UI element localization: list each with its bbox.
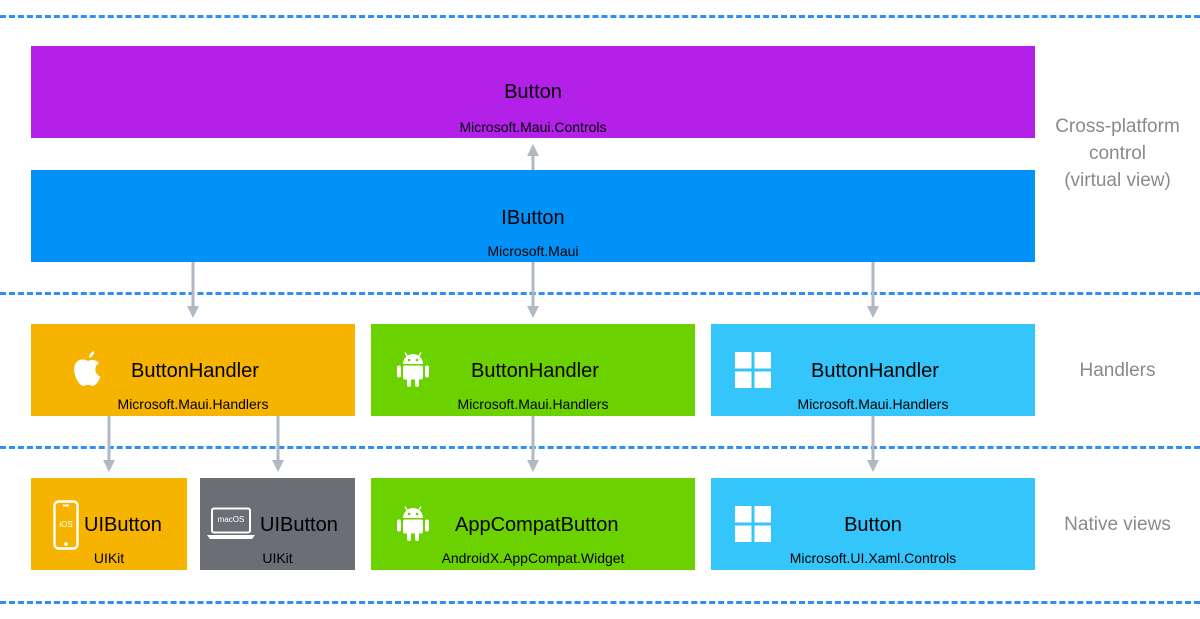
apple-icon (74, 351, 101, 386)
button-title: Button (504, 81, 562, 103)
ios-handler-box: ButtonHandler Microsoft.Maui.Handlers (31, 324, 355, 416)
phone-icon (53, 500, 79, 550)
separator-line-bottom (0, 601, 1200, 604)
layer-label-cross-platform: Cross-platform control (virtual view) (1055, 116, 1180, 191)
android-handler-namespace: Microsoft.Maui.Handlers (457, 396, 609, 412)
ios-badge: iOS (59, 520, 73, 529)
ios-native-namespace: UIKit (93, 550, 125, 566)
layer-label-native-views: Native views (1064, 514, 1171, 535)
separator-line-handlers (0, 292, 1200, 295)
windows-handler-title: ButtonHandler (811, 360, 939, 382)
windows-icon (735, 506, 771, 542)
windows-native-namespace: Microsoft.UI.Xaml.Controls (789, 550, 957, 566)
button-namespace: Microsoft.Maui.Controls (459, 119, 607, 135)
laptop-icon (207, 507, 255, 539)
windows-handler-namespace: Microsoft.Maui.Handlers (797, 396, 949, 412)
macos-native-namespace: UIKit (262, 550, 293, 566)
ibutton-title: IButton (501, 207, 565, 229)
ios-native-title: UIButton (84, 514, 162, 536)
windows-native-title: Button (844, 514, 902, 536)
ios-native-box: iOS UIButton UIKit (31, 478, 187, 570)
windows-handler-box: ButtonHandler Microsoft.Maui.Handlers (711, 324, 1035, 416)
macos-native-title: UIButton (260, 514, 338, 536)
android-native-title: AppCompatButton (455, 514, 619, 536)
separator-line-native (0, 446, 1200, 449)
android-handler-title: ButtonHandler (471, 360, 599, 382)
ibutton-interface-box: IButton Microsoft.Maui (31, 170, 1035, 262)
ios-handler-title: ButtonHandler (131, 360, 259, 382)
macos-badge: macOS (217, 515, 245, 524)
android-icon (397, 506, 429, 541)
android-icon (397, 352, 429, 387)
android-native-namespace: AndroidX.AppCompat.Widget (441, 550, 625, 566)
windows-icon (735, 352, 771, 388)
android-native-box: AppCompatButton AndroidX.AppCompat.Widge… (371, 478, 695, 570)
android-handler-box: ButtonHandler Microsoft.Maui.Handlers (371, 324, 695, 416)
separator-line-top (0, 15, 1200, 18)
ibutton-namespace: Microsoft.Maui (487, 243, 579, 259)
windows-native-box: Button Microsoft.UI.Xaml.Controls (711, 478, 1035, 570)
macos-native-box: macOS UIButton UIKit (200, 478, 355, 570)
layer-label-handlers: Handlers (1079, 360, 1156, 381)
button-control-box: Button Microsoft.Maui.Controls (31, 46, 1035, 138)
ios-handler-namespace: Microsoft.Maui.Handlers (117, 396, 269, 412)
